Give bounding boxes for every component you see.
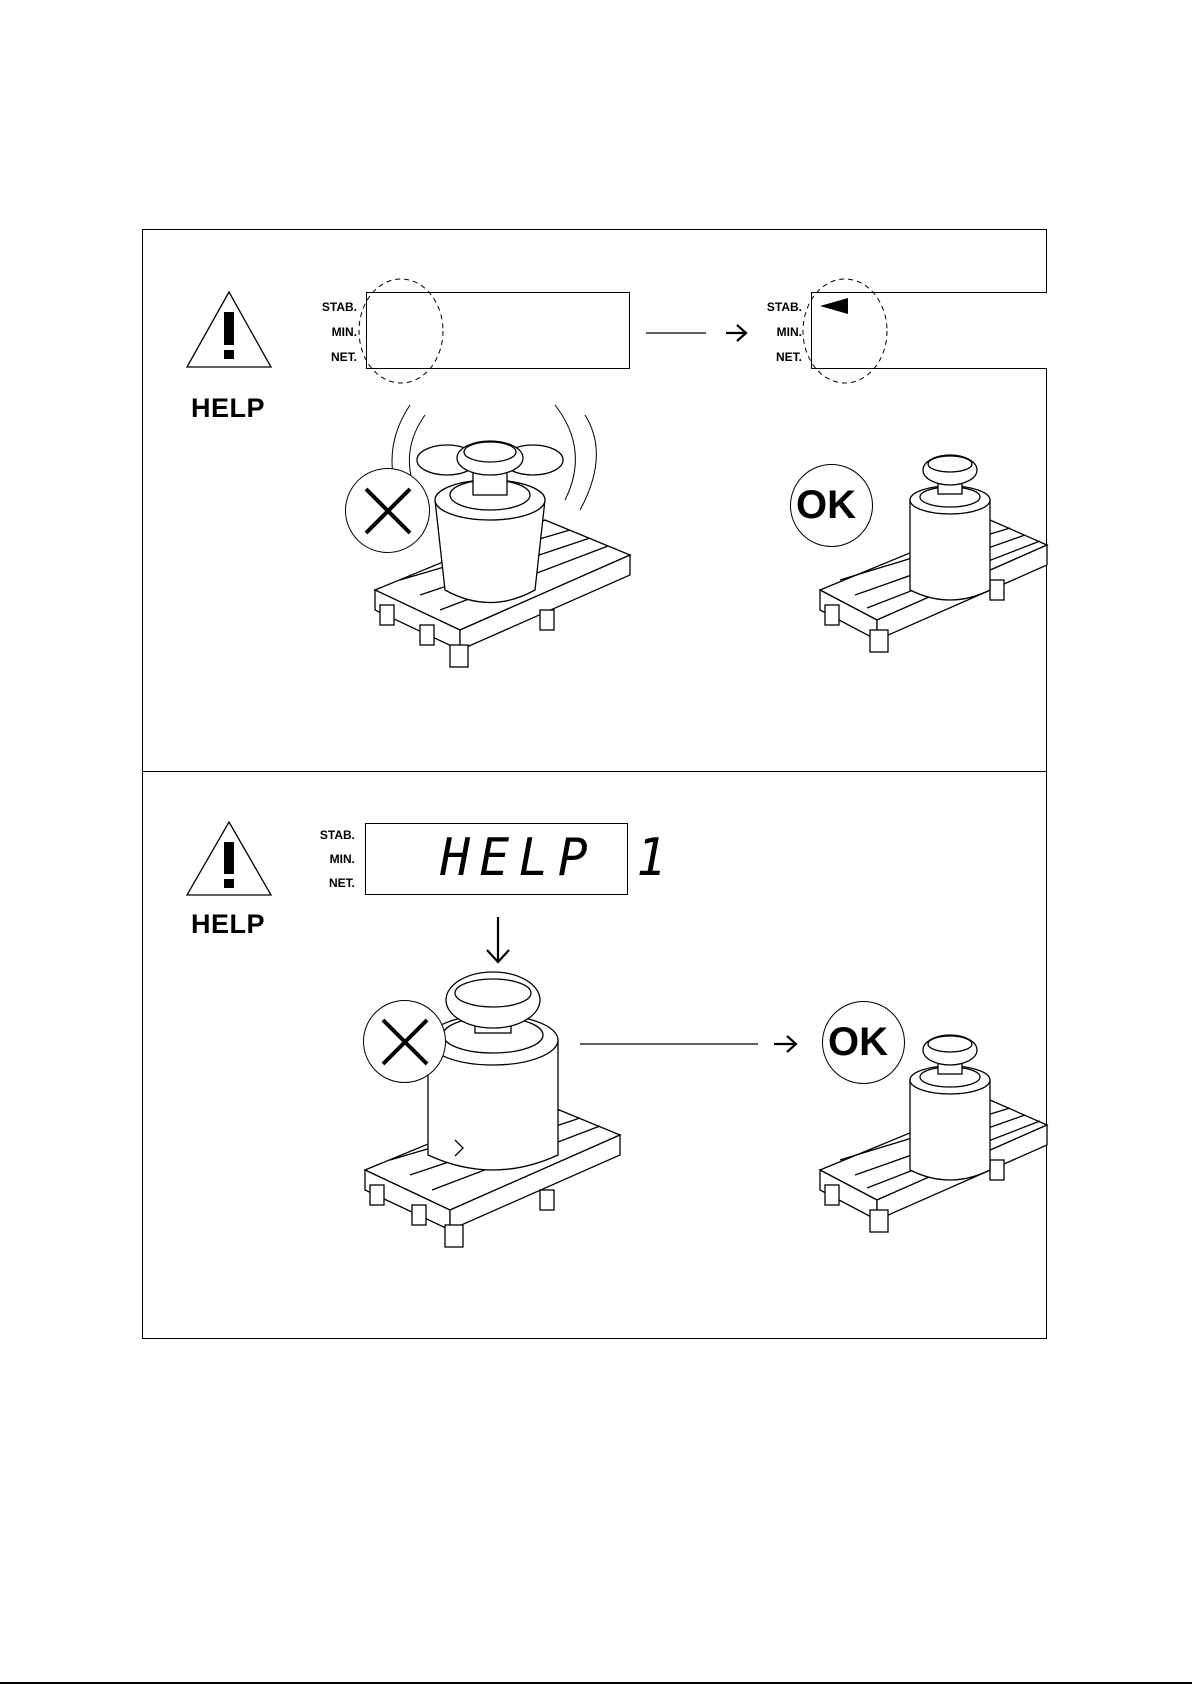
arrow-down-icon <box>484 917 512 965</box>
warning-triangle-icon <box>184 290 274 370</box>
x-mark-icon <box>381 1018 429 1066</box>
min-label-after: MIN. <box>754 326 802 338</box>
x-mark-icon <box>364 487 412 535</box>
highlight-circle-after <box>800 276 890 386</box>
stab-label-bottom: STAB. <box>307 829 355 841</box>
highlight-circle <box>356 276 446 386</box>
stab-label: STAB. <box>309 301 357 313</box>
lcd-display-help: HELP 1 <box>365 823 628 895</box>
arrow-right-icon <box>580 1031 802 1057</box>
arrow-right-icon <box>646 320 751 346</box>
ok-badge-top: OK <box>790 464 873 547</box>
min-label: MIN. <box>309 326 357 338</box>
bad-badge-top <box>345 468 430 553</box>
lcd-help-text: HELP 1 <box>440 830 675 887</box>
help-label-bottom: HELP <box>178 909 278 940</box>
stab-label-after: STAB. <box>754 301 802 313</box>
page-bottom-rule <box>0 1682 1192 1684</box>
bad-badge-bottom <box>363 1000 446 1083</box>
net-label-bottom: NET. <box>307 877 355 889</box>
net-label: NET. <box>309 351 357 363</box>
ok-label-top: OK <box>796 485 856 525</box>
panel-divider <box>142 771 1047 772</box>
help-label-top: HELP <box>178 393 278 424</box>
min-label-bottom: MIN. <box>307 853 355 865</box>
ok-label-bottom: OK <box>828 1022 888 1062</box>
warning-triangle-icon <box>184 820 274 898</box>
ok-badge-bottom: OK <box>822 1001 905 1084</box>
net-label-after: NET. <box>754 351 802 363</box>
